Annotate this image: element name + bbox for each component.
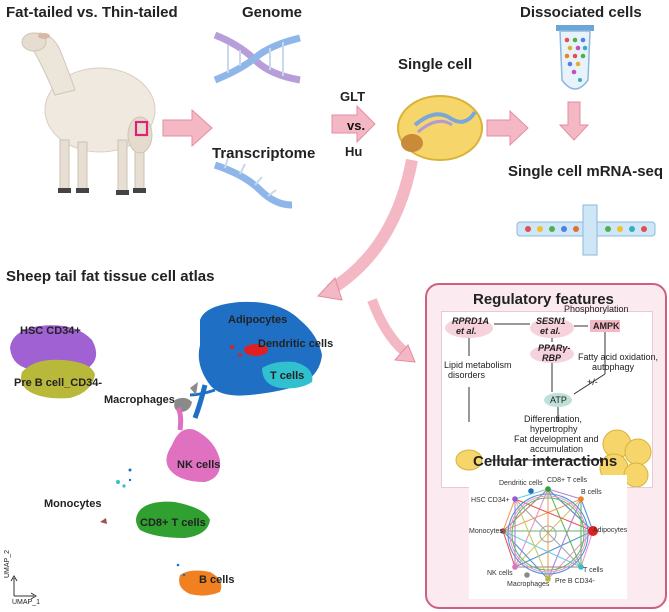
accumulation-label: accumulation — [530, 444, 584, 454]
node-adipocytes: Adipocytes — [593, 527, 628, 534]
lipid-disorders-label: disorders — [448, 370, 486, 380]
cluster-t-cells — [262, 361, 313, 389]
b-cells-label: B cells — [199, 574, 235, 586]
dendritic-cells-label: Dendritic cells — [258, 338, 334, 350]
hsc-cd34-label: HSC CD34+ — [20, 325, 81, 337]
rprd1a-label: RPRD1A — [452, 316, 490, 326]
node-pre-b-cd34: Pre B CD34- — [555, 578, 595, 585]
vs-label: vs. — [347, 118, 366, 133]
macrophages-label: Macrophages — [104, 394, 175, 406]
hypertrophy-label: hypertrophy — [530, 424, 578, 434]
rbp-label: RBP — [542, 353, 562, 363]
cluster-cd8-t-cells — [136, 501, 210, 538]
sesn1-label: SESN1 — [536, 316, 566, 326]
arrow-dissociated-to-seq — [558, 101, 590, 141]
single-cell-label: Single cell — [398, 56, 473, 73]
cluster-hsc-cd34 — [10, 325, 97, 371]
transcriptome-label: Transcriptome — [212, 145, 316, 162]
cluster-macrophages — [174, 382, 198, 412]
interaction-network: CD8+ T cells B cells Adipocytes T cells … — [469, 475, 627, 599]
regulatory-title: Regulatory features — [473, 291, 614, 308]
cellular-interactions-title: Cellular interactions — [473, 453, 618, 470]
t-cells-label: T cells — [270, 370, 305, 382]
ppar-label: PPARγ- — [538, 343, 571, 353]
glt-label: GLT — [340, 89, 366, 104]
cluster-b-cells — [179, 570, 222, 596]
single-cell-icon — [397, 95, 483, 161]
differentiation-label: Differentiation, — [524, 414, 582, 424]
lipid-metabolism-label: Lipid metabolism — [444, 360, 512, 370]
arrow-cell-to-dissociated — [486, 109, 529, 147]
cd8-t-cells-label: CD8+ T cells — [140, 517, 206, 529]
plus-minus-label: +/- — [587, 377, 598, 387]
umap-plot — [10, 301, 322, 600]
node-nk-cells: NK cells — [487, 570, 513, 577]
sheep-illustration — [21, 32, 156, 195]
node-macrophages: Macrophages — [507, 581, 550, 588]
fat-vs-thin-label: Fat-tailed vs. Thin-tailed — [6, 4, 178, 21]
umap-x-axis-label: UMAP_1 — [12, 599, 41, 606]
node-t-cells: T cells — [583, 567, 604, 574]
cluster-nk-cells — [166, 406, 221, 482]
regulatory-panel: Regulatory features RPRD1A et a — [425, 283, 667, 609]
network-graphics — [500, 486, 598, 582]
monocytes-label: Monocytes — [44, 498, 102, 510]
ampk-label: AMPK — [593, 321, 620, 331]
hu-label: Hu — [345, 144, 363, 159]
regulatory-graphics — [445, 318, 652, 487]
microfluidic-chip-icon — [516, 204, 656, 256]
cluster-dendritic-cells — [230, 344, 268, 357]
arrow-to-atlas — [316, 158, 418, 301]
arrow-to-regulatory — [367, 298, 416, 363]
cluster-scatter — [116, 468, 186, 577]
genome-label: Genome — [242, 4, 303, 21]
pre-b-cell-label: Pre B cell_CD34- — [14, 377, 103, 389]
umap-axes — [10, 575, 37, 600]
adipocytes-label: Adipocytes — [228, 314, 288, 326]
node-hsc-cd34: HSC CD34+ — [471, 497, 510, 504]
umap-y-axis-label: UMAP_2 — [4, 549, 11, 578]
scrna-seq-label: Single cell mRNA-seq — [508, 163, 664, 180]
rprd1a-et-al: et al. — [456, 326, 477, 336]
cluster-pre-b-cell — [21, 359, 95, 399]
fatty-acid-label: Fatty acid oxidation, — [578, 352, 659, 362]
atlas-title: Sheep tail fat tissue cell atlas — [6, 268, 215, 285]
atp-label: ATP — [550, 395, 567, 405]
tube-icon — [556, 25, 594, 90]
node-monocytes: Monocytes — [469, 528, 503, 535]
node-b-cells: B cells — [581, 489, 602, 496]
dna-genome-icon — [213, 31, 301, 84]
node-dendritic-cells: Dendritic cells — [499, 480, 543, 487]
sesn1-et-al: et al. — [540, 326, 561, 336]
autophagy-label: autophagy — [592, 362, 635, 372]
dissociated-cells-label: Dissociated cells — [520, 4, 642, 21]
node-cd8-t-cells: CD8+ T cells — [547, 477, 588, 484]
fat-development-label: Fat development and — [514, 434, 599, 444]
arrow-omics-to-cell — [331, 104, 376, 144]
arrow-sheep-to-omics — [162, 108, 213, 148]
phosphorylation-label: Phosphorylation — [564, 304, 629, 314]
rna-transcriptome-icon — [213, 157, 293, 209]
nk-cells-label: NK cells — [177, 459, 221, 471]
cluster-monocytes — [100, 518, 107, 524]
